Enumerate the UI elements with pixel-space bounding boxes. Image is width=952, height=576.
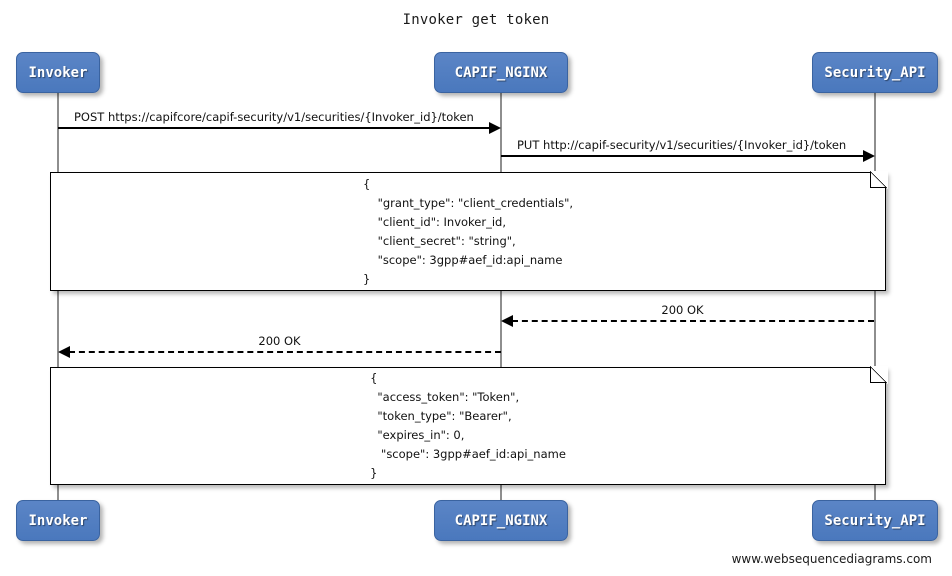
lifeline-security-api xyxy=(874,93,876,502)
participant-label: Invoker xyxy=(28,512,88,529)
message-arrowhead-4 xyxy=(58,346,70,358)
note-text: { "grant_type": "client_credentials", "c… xyxy=(362,176,574,286)
note-request-body: { "grant_type": "client_credentials", "c… xyxy=(50,171,888,291)
participant-security-api-bottom[interactable]: Security_API xyxy=(812,500,938,541)
lifeline-capif-nginx xyxy=(500,93,502,502)
participant-security-api-top[interactable]: Security_API xyxy=(812,52,938,93)
message-line-1 xyxy=(58,127,490,129)
watermark-footer: www.websequencediagrams.com xyxy=(731,552,932,566)
message-arrowhead-2 xyxy=(863,150,875,162)
participant-label: Security_API xyxy=(824,64,926,81)
message-label-3: 200 OK xyxy=(661,303,704,317)
participant-capif-nginx-top[interactable]: CAPIF_NGINX xyxy=(434,52,568,93)
participant-capif-nginx-bottom[interactable]: CAPIF_NGINX xyxy=(434,500,568,541)
note-response-body: { "access_token": "Token", "token_type":… xyxy=(50,366,888,485)
participant-label: CAPIF_NGINX xyxy=(454,64,548,81)
message-line-3 xyxy=(512,320,874,322)
participant-invoker-bottom[interactable]: Invoker xyxy=(16,500,100,541)
message-label-4: 200 OK xyxy=(258,334,301,348)
lifeline-invoker xyxy=(57,93,59,502)
message-arrowhead-3 xyxy=(501,315,513,327)
message-label-1: POST https://capifcore/capif-security/v1… xyxy=(74,110,474,124)
note-body: { "access_token": "Token", "token_type":… xyxy=(51,368,885,484)
page-title: Invoker get token xyxy=(402,12,550,28)
message-line-2 xyxy=(501,155,864,157)
message-arrowhead-1 xyxy=(489,122,501,134)
participant-label: CAPIF_NGINX xyxy=(454,512,548,529)
note-body: { "grant_type": "client_credentials", "c… xyxy=(51,173,885,290)
note-fold-corner-icon xyxy=(870,366,888,384)
participant-invoker-top[interactable]: Invoker xyxy=(16,52,100,93)
message-label-2: PUT http://capif-security/v1/securities/… xyxy=(517,138,847,152)
note-text: { "access_token": "Token", "token_type":… xyxy=(370,371,566,480)
note-fold-corner-icon xyxy=(870,171,888,189)
participant-label: Invoker xyxy=(28,64,88,81)
message-line-4 xyxy=(69,351,501,353)
participant-label: Security_API xyxy=(824,512,926,529)
